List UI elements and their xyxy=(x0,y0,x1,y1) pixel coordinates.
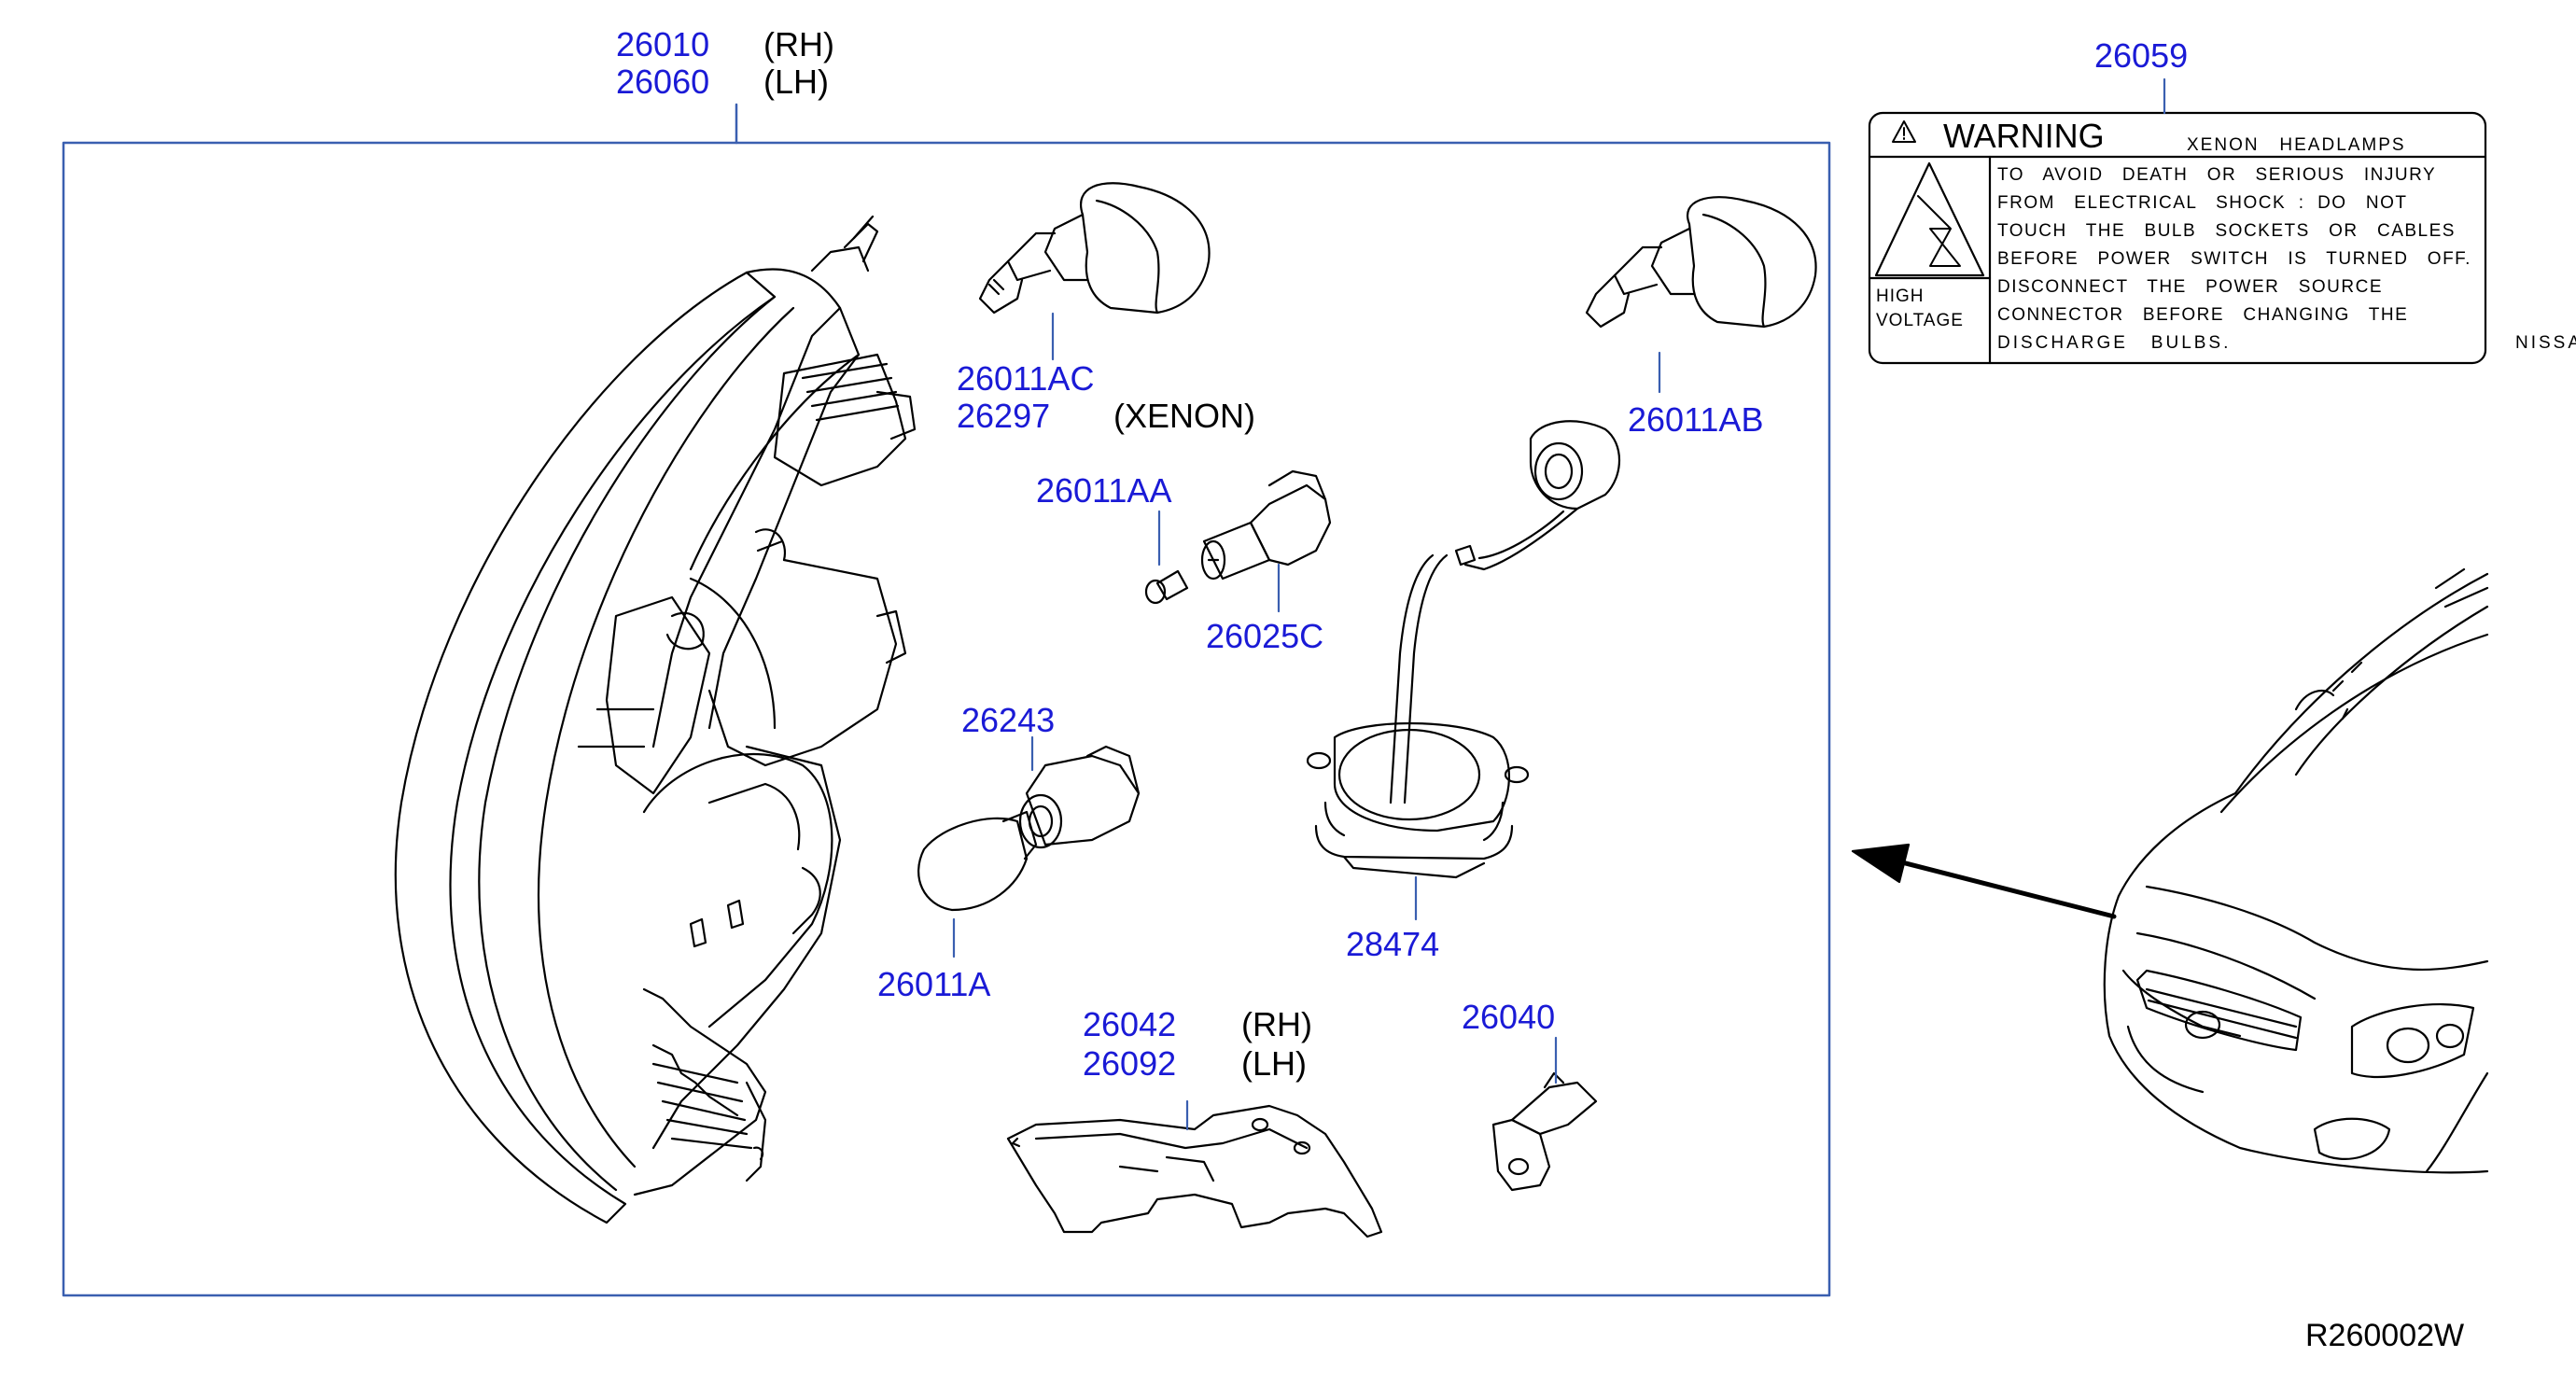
warning-line-6: CONNECTOR BEFORE CHANGING THE xyxy=(1997,305,2409,325)
headlamp-assembly xyxy=(394,215,917,1224)
part-number-26011a: 26011A xyxy=(877,965,991,1003)
part-number-26297: 26297 xyxy=(957,397,1051,435)
warning-line-7: DISCHARGE BULBS. xyxy=(1997,333,2232,353)
part-number-26025c: 26025C xyxy=(1206,617,1324,655)
warning-label-frame xyxy=(1868,77,2487,365)
rh-label: (RH) xyxy=(763,25,834,63)
part-number-26010: 26010 xyxy=(616,25,710,63)
socket-26243 xyxy=(1018,735,1141,849)
part-number-28474: 28474 xyxy=(1346,925,1440,963)
bulb-26011ac xyxy=(978,182,1211,361)
bracket-26042 xyxy=(1006,1099,1383,1238)
part-number-26011ab: 26011AB xyxy=(1628,400,1764,439)
assembly-frame xyxy=(62,141,1831,1297)
bulb-26011ab xyxy=(1585,196,1817,394)
warning-line-1: TO AVOID DEATH OR SERIOUS INJURY xyxy=(1997,165,2437,185)
clip-26040 xyxy=(1491,1036,1598,1192)
socket-26025c xyxy=(1144,469,1332,613)
warning-line-4: BEFORE POWER SWITCH IS TURNED OFF. xyxy=(1997,249,2471,269)
vehicle-front-view xyxy=(1851,567,2489,1174)
high-label: HIGH xyxy=(1876,287,1925,306)
reference-code: R260002W xyxy=(2305,1318,2465,1353)
part-number-26060: 26060 xyxy=(616,63,710,101)
voltage-label: VOLTAGE xyxy=(1876,311,1964,330)
part-number-26011ac: 26011AC xyxy=(957,359,1095,398)
warning-line-2: FROM ELECTRICAL SHOCK : DO NOT xyxy=(1997,193,2408,213)
lh-label: (LH) xyxy=(763,63,829,101)
part-number-26040: 26040 xyxy=(1462,998,1556,1036)
bulb-26011a xyxy=(917,810,1038,958)
warning-title: WARNING xyxy=(1943,117,2105,155)
warning-subtitle: XENON HEADLAMPS xyxy=(2187,135,2406,155)
lh-label-2: (LH) xyxy=(1241,1044,1307,1083)
part-number-26243: 26243 xyxy=(961,701,1056,739)
part-number-26092: 26092 xyxy=(1083,1044,1177,1083)
part-number-26011aa: 26011AA xyxy=(1036,471,1172,510)
brand-label: NISSAN xyxy=(2515,333,2576,353)
igniter-28474 xyxy=(1306,420,1621,921)
warning-line-3: TOUCH THE BULB SOCKETS OR CABLES xyxy=(1997,221,2456,241)
part-number-26042: 26042 xyxy=(1083,1005,1177,1043)
warning-line-5: DISCONNECT THE POWER SOURCE xyxy=(1997,277,2384,297)
part-number-26059: 26059 xyxy=(2094,36,2189,75)
rh-label-2: (RH) xyxy=(1241,1005,1312,1043)
xenon-label: (XENON) xyxy=(1113,397,1255,435)
